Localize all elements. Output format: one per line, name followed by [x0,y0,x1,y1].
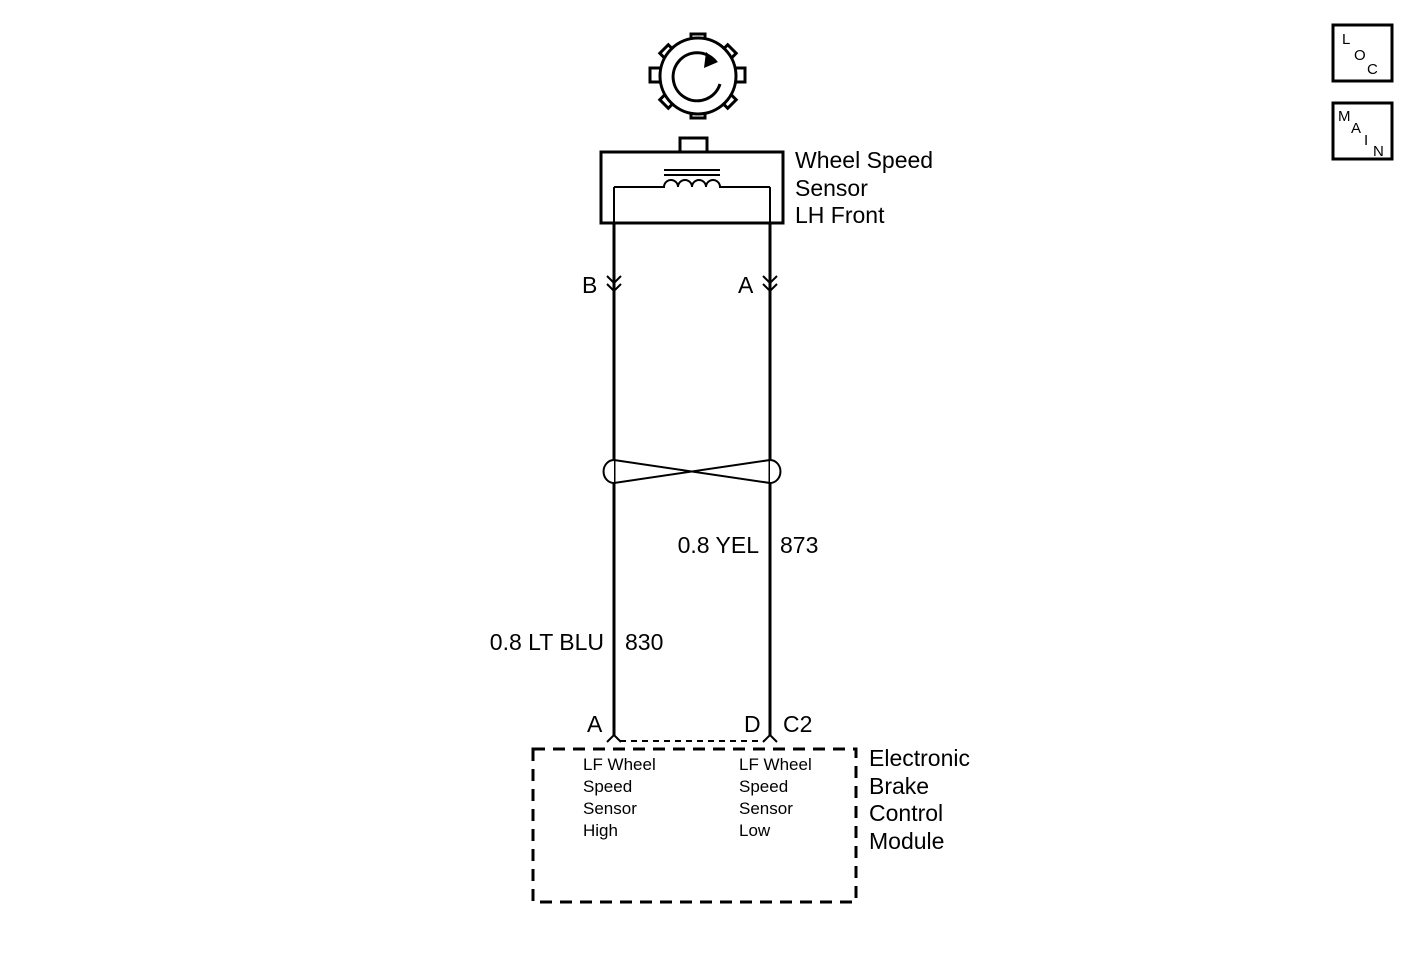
ebcm-module-box [531,747,858,904]
module-name-line-2: Brake [869,773,929,799]
module-left-input-line-3: Sensor [583,799,637,818]
loc-letter-2: O [1354,47,1366,64]
main-letter-4: N [1373,143,1384,160]
module-right-input-line-1: LF Wheel [739,755,812,774]
module-name-line-4: Module [869,828,944,854]
wire-right-size-color: 0.8 YEL [678,532,760,558]
loc-button[interactable]: L O C [1331,23,1394,83]
module-pin-d-label: D [744,711,761,737]
sensor-name-line-2: Sensor [795,175,868,201]
wire-right-circuit: 873 [780,532,818,558]
rotation-arrow-icon [704,52,718,68]
sensor-coil-icon [614,169,770,188]
module-left-input-line-1: LF Wheel [583,755,656,774]
module-name-line-1: Electronic [869,745,970,771]
sensor-pin-a-label: A [738,272,754,298]
main-letter-1: M [1338,108,1351,125]
module-right-input-line-2: Speed [739,777,788,796]
main-letter-2: A [1351,120,1361,137]
module-left-input-line-4: High [583,821,618,840]
main-letter-3: I [1364,132,1368,149]
module-left-input-line-2: Speed [583,777,632,796]
sensor-name-line-1: Wheel Speed [795,147,933,173]
sensor-connector-a-icon [762,275,778,293]
sensor-connector-b-icon [606,275,622,293]
sensor-mount-tab [678,136,709,154]
module-connector-d-icon [762,733,778,743]
module-right-input-line-4: Low [739,821,771,840]
tone-wheel-icon [648,32,747,120]
sensor-pin-b-label: B [582,272,597,298]
module-name-line-3: Control [869,800,943,826]
main-button[interactable]: M A I N [1331,101,1394,161]
twisted-pair-icon [602,459,782,484]
wire-left-size-color: 0.8 LT BLU [490,629,604,655]
sensor-name-line-3: LH Front [795,202,885,228]
loc-letter-1: L [1342,31,1350,48]
module-pin-a-label: A [587,711,603,737]
module-right-input-line-3: Sensor [739,799,793,818]
module-connector-label: C2 [783,711,812,737]
module-connector-a-icon [606,733,622,743]
loc-letter-3: C [1367,61,1378,78]
wire-left-circuit: 830 [625,629,663,655]
sensor-internal-leads [613,187,771,223]
